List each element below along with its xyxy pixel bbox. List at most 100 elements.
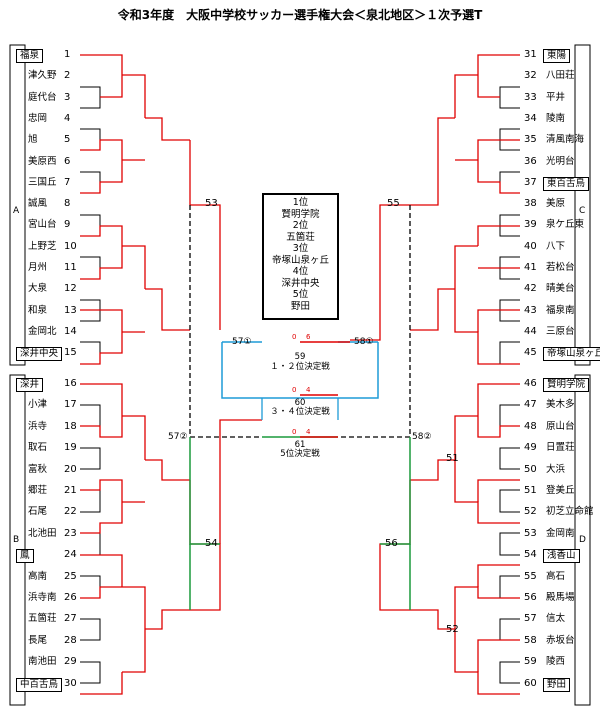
- left-team-name: 石尾: [28, 506, 48, 518]
- left-team-number: 10: [64, 240, 77, 252]
- right-team-number: 44: [524, 325, 537, 337]
- right-team-name: 東百舌鳥: [543, 176, 590, 191]
- section-d-label: D: [579, 535, 586, 545]
- left-team-name: 深井: [16, 378, 44, 392]
- right-team-name: 殿馬場: [546, 592, 575, 603]
- match-54: 54: [205, 538, 218, 549]
- left-team-name: 月州: [28, 262, 48, 273]
- right-team-name: 賢明学院: [543, 378, 590, 392]
- right-team-name: 美木多: [546, 399, 575, 411]
- right-team-number: 52: [524, 506, 537, 518]
- section-c-label: C: [579, 206, 586, 216]
- left-team-name: 美原西: [28, 155, 57, 167]
- left-team-name: 小津: [28, 399, 48, 411]
- right-team-number: 51: [524, 485, 537, 496]
- final-60-caption: ３・４位決定戦: [270, 407, 330, 417]
- rank-5-label: 5位: [292, 289, 309, 300]
- right-team-number: 32: [524, 70, 537, 82]
- final-59-right-score: 6: [306, 333, 311, 341]
- left-team-name: 誠風: [28, 198, 48, 210]
- left-team-number: 30: [64, 677, 77, 689]
- rank-3-label: 3位: [292, 243, 309, 254]
- left-team-name: 津久野: [28, 70, 57, 82]
- left-team-name: 取石: [28, 442, 48, 454]
- left-team-number: 1: [64, 49, 71, 60]
- right-team-name: 初芝立命館: [546, 506, 594, 518]
- right-team-number: 55: [524, 570, 537, 582]
- left-team-number: 12: [64, 283, 77, 295]
- left-team-number: 4: [64, 112, 71, 124]
- match-57-1: 57①: [232, 337, 252, 347]
- match-57-2: 57②: [168, 432, 188, 442]
- right-team-name: 陵南: [546, 112, 566, 124]
- rank-5-team: 野田: [290, 300, 310, 312]
- right-team-number: 41: [524, 262, 537, 273]
- final-60-left-score: 0: [292, 386, 297, 394]
- left-team-name: 深井中央: [16, 347, 63, 362]
- left-team-number: 16: [64, 378, 77, 389]
- right-team-number: 46: [524, 378, 537, 389]
- right-team-number: 31: [524, 49, 537, 60]
- left-team-name: 福泉: [16, 49, 44, 63]
- final-60-number: 60: [294, 398, 306, 408]
- right-team-number: 57: [524, 613, 537, 625]
- left-team-name: 忠岡: [28, 112, 48, 124]
- section-b-label: B: [13, 535, 20, 545]
- right-team-name: 泉ケ丘東: [546, 219, 585, 231]
- left-team-name: 中百舌鳥: [16, 677, 63, 692]
- left-team-number: 20: [64, 463, 77, 475]
- left-team-name: 旭: [28, 134, 38, 146]
- left-team-name: 大泉: [28, 283, 48, 295]
- right-team-number: 36: [524, 155, 537, 167]
- left-team-number: 8: [64, 198, 71, 210]
- left-team-name: 上野芝: [28, 240, 57, 252]
- right-team-name: 大浜: [546, 463, 566, 475]
- right-team-number: 58: [524, 634, 537, 646]
- final-59-number: 59: [294, 352, 306, 362]
- left-team-number: 9: [64, 219, 71, 231]
- rank-1-label: 1位: [292, 197, 309, 208]
- rank-4-label: 4位: [292, 266, 309, 277]
- right-team-name: 信太: [546, 613, 566, 625]
- final-59-left-score: 0: [292, 333, 297, 341]
- left-team-number: 14: [64, 325, 77, 337]
- right-team-number: 48: [524, 420, 537, 432]
- left-team-name: 郷荘: [28, 485, 48, 496]
- match-56: 56: [385, 538, 398, 549]
- left-team-number: 29: [64, 656, 77, 668]
- left-team-number: 5: [64, 134, 71, 146]
- right-team-name: 野田: [543, 677, 571, 692]
- left-team-name: 高南: [28, 570, 48, 582]
- rank-3-team: 帝塚山泉ヶ丘: [271, 254, 329, 266]
- right-team-number: 47: [524, 399, 537, 411]
- left-team-number: 15: [64, 347, 77, 359]
- right-team-name: 東陽: [543, 49, 571, 63]
- right-team-number: 49: [524, 442, 537, 454]
- left-team-number: 17: [64, 399, 77, 411]
- left-team-name: 三国丘: [28, 176, 57, 188]
- right-team-number: 43: [524, 304, 537, 316]
- right-team-name: 日置荘: [546, 442, 575, 454]
- match-55: 55: [387, 198, 400, 209]
- rank-2-team: 五箇荘: [286, 231, 315, 243]
- left-team-name: 五箇荘: [28, 613, 57, 625]
- left-team-name: 長尾: [28, 634, 48, 646]
- left-team-number: 11: [64, 262, 77, 273]
- page-title: 令和3年度 大阪中学校サッカー選手権大会＜泉北地区＞１次予選T: [117, 8, 483, 22]
- left-team-number: 7: [64, 176, 71, 188]
- left-team-number: 13: [64, 304, 77, 316]
- right-team-number: 40: [524, 240, 537, 252]
- match-52: 52: [446, 624, 459, 635]
- rank-4-team: 深井中央: [281, 277, 320, 289]
- final-59-caption: １・２位決定戦: [270, 362, 330, 372]
- right-team-name: 帝塚山泉ヶ丘: [543, 347, 600, 362]
- match-58-1: 58①: [354, 337, 374, 347]
- right-team-name: 原山台: [546, 420, 575, 432]
- right-team-name: 登美丘: [546, 485, 575, 496]
- left-team-name: 浜寺: [28, 420, 48, 432]
- left-team-number: 2: [64, 70, 71, 82]
- left-team-name: 庭代台: [28, 91, 57, 103]
- match-51: 51: [446, 453, 459, 464]
